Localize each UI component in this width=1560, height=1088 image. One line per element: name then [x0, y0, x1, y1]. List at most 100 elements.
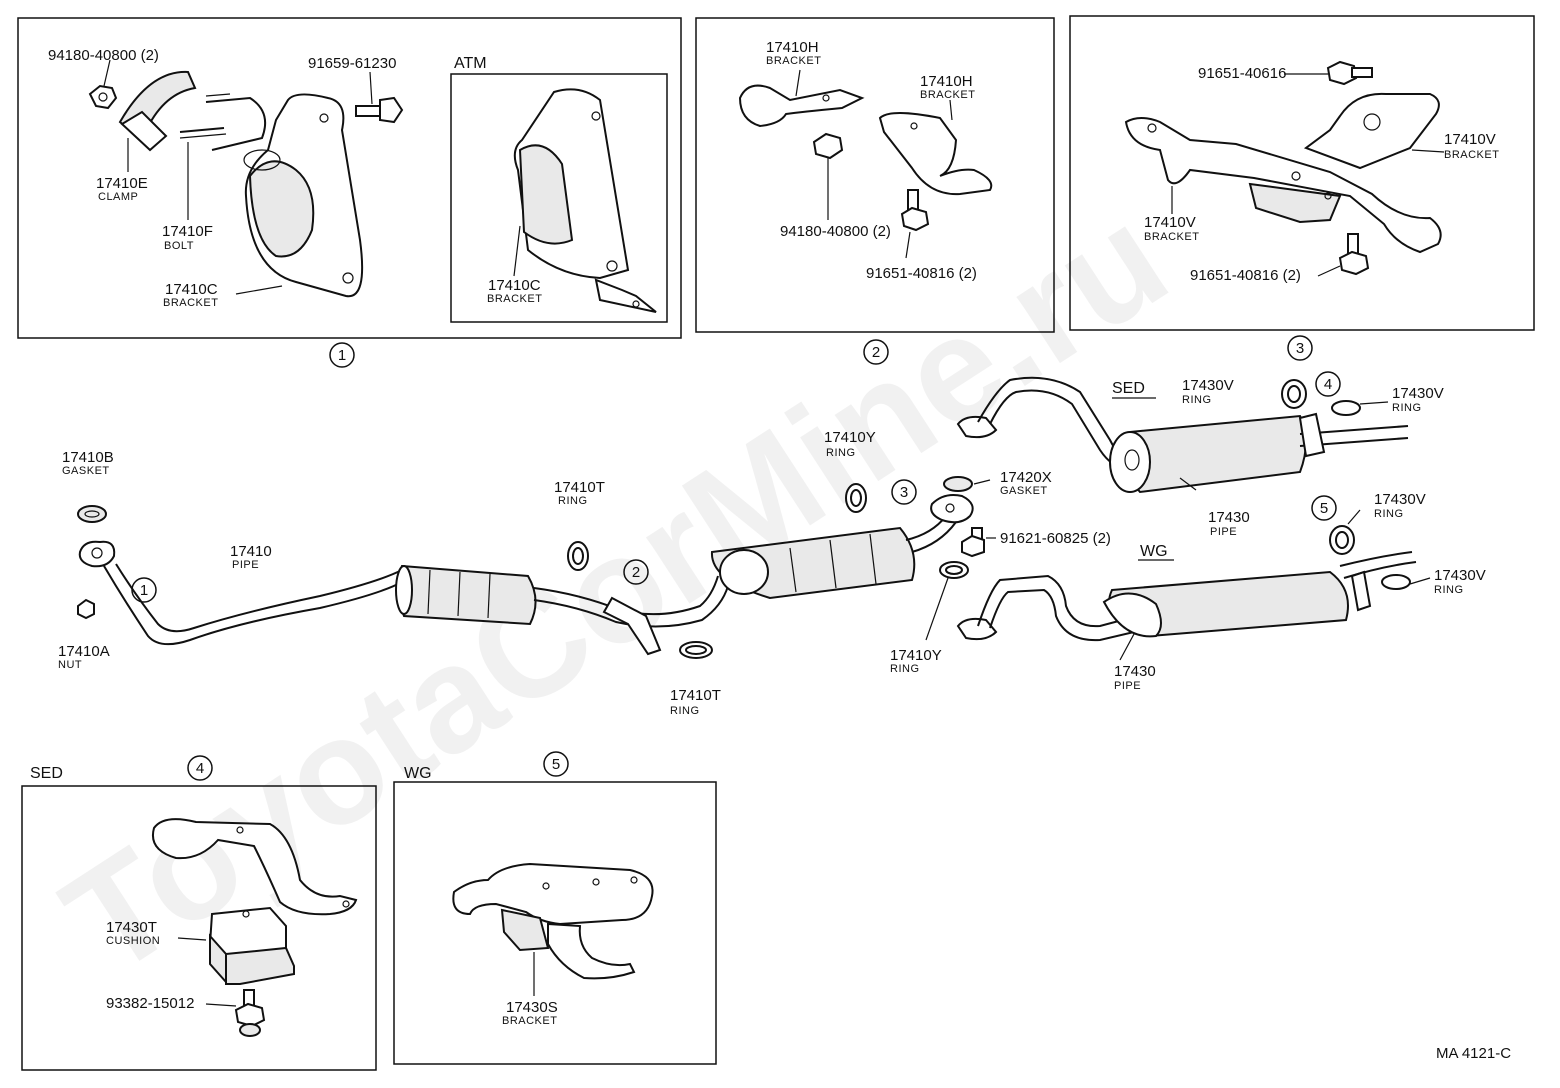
middle-pipe-part[interactable]	[533, 575, 719, 616]
bolt-top-part[interactable]	[355, 96, 404, 124]
clamp-part[interactable]	[118, 70, 197, 152]
sed-ring-b-part[interactable]	[1331, 400, 1361, 416]
bracket-name-label: BRACKET	[163, 297, 218, 309]
panel-3-frame	[1069, 15, 1535, 331]
svg-text:3: 3	[1296, 340, 1304, 357]
clamp-name-label: CLAMP	[98, 191, 138, 203]
u-bolt-part[interactable]	[179, 93, 266, 151]
flange-3-part[interactable]	[930, 494, 974, 524]
ring-t2-name-label: RING	[670, 705, 700, 717]
cushion-name-label: CUSHION	[106, 935, 160, 947]
wg-ring-a-pn-label: 17430V	[1374, 491, 1426, 508]
panel-3: 91651-40616 17410V BRACKET 17410V BRACKE…	[1069, 15, 1535, 361]
bolt-top-pn-label: 91659-61230	[308, 55, 396, 72]
bracket-name-label: BRACKET	[502, 1015, 557, 1027]
bracket-v-right-pn-label: 17410V	[1444, 131, 1496, 148]
panel-4-frame	[21, 785, 377, 1071]
panel-4-marker: 4	[187, 755, 213, 781]
hanger-2-part[interactable]	[602, 596, 662, 656]
sed-ring-b-pn-label: 17430V	[1392, 385, 1444, 402]
wg-tail-pipe-part[interactable]	[977, 574, 1131, 628]
panel-2-marker: 2	[863, 339, 889, 365]
gasket-x-name-label: GASKET	[1000, 485, 1048, 497]
panel-5-header: WG	[404, 765, 432, 782]
wg-ring-b-name-label: RING	[1434, 584, 1464, 596]
panel-5: WG 5 17430S BRACKET	[393, 751, 717, 1065]
sed-pipe-name-label: PIPE	[1210, 526, 1237, 538]
svg-text:5: 5	[552, 756, 560, 773]
sed-flange-part[interactable]	[956, 415, 998, 439]
front-flange-part[interactable]	[78, 540, 116, 568]
svg-text:3: 3	[900, 484, 908, 501]
gasket-pn-label: 17410B	[62, 449, 114, 466]
gasket-17420x-part[interactable]	[943, 476, 973, 492]
bolt-part[interactable]	[900, 189, 930, 232]
panel-1-marker: 1	[329, 342, 355, 368]
center-muffler-part[interactable]	[710, 526, 916, 600]
main-marker-5: 5	[1311, 495, 1337, 521]
bolt-pn-label: 17410F	[162, 223, 213, 240]
nut-part[interactable]	[812, 132, 844, 220]
bracket-h-a-pn-label: 17410H	[766, 39, 819, 56]
wg-tailpipe-end-part[interactable]	[1339, 551, 1417, 579]
sed-pipe-pn-label: 17430	[1208, 509, 1250, 526]
panel-2-frame	[695, 17, 1055, 333]
atm-bracket-pn-label: 17410C	[488, 277, 541, 294]
svg-text:2: 2	[632, 564, 640, 581]
bracket-h-a-part[interactable]	[738, 84, 865, 128]
panel-4-header: SED	[30, 765, 63, 782]
panel-1: ATM	[17, 17, 682, 368]
panel-5-marker: 5	[543, 751, 569, 777]
atm-bracket-part[interactable]	[513, 88, 657, 313]
wg-hanger-part[interactable]	[1350, 570, 1372, 612]
bracket-v-left-name-label: BRACKET	[1144, 231, 1199, 243]
ring-t2-pn-label: 17410T	[670, 687, 721, 704]
bolt-93382-part[interactable]	[234, 989, 266, 1037]
main-marker-4: 4	[1315, 371, 1341, 397]
wg-pipe-name-label: PIPE	[1114, 680, 1141, 692]
sed-hanger-part[interactable]	[1298, 412, 1326, 458]
bolt-pn-label: 91651-40816 (2)	[866, 265, 977, 282]
bracket-17430s-part[interactable]	[452, 862, 654, 980]
bolt-top-part[interactable]	[1326, 60, 1373, 86]
bolt-91621-part[interactable]	[961, 527, 985, 558]
bracket-17410c-part[interactable]	[243, 93, 364, 298]
wg-flange-part[interactable]	[956, 617, 998, 641]
wg-ring-b-part[interactable]	[1381, 574, 1411, 590]
bracket-h-b-part[interactable]	[878, 112, 993, 196]
bracket-v-right-part[interactable]	[1303, 92, 1440, 170]
nut-pn-label: 94180-40800 (2)	[48, 47, 159, 64]
sed-header: SED	[1112, 380, 1145, 397]
bracket-4-part[interactable]	[152, 818, 358, 916]
atm-header: ATM	[454, 55, 487, 72]
wg-muffler-part[interactable]	[1102, 570, 1349, 638]
nut-name-label: NUT	[58, 659, 82, 671]
front-muffler-part[interactable]	[395, 564, 537, 626]
ring-t1-pn-label: 17410T	[554, 479, 605, 496]
gasket-name-label: GASKET	[62, 465, 110, 477]
gasket-17410b-part[interactable]	[77, 505, 107, 523]
svg-text:2: 2	[872, 344, 880, 361]
cushion-part[interactable]	[208, 906, 295, 985]
bracket-v-left-part[interactable]	[1124, 117, 1442, 254]
pipe-pn-label: 17410	[230, 543, 272, 560]
main-exhaust: 17410B GASKET 17410A NUT 17410 PIPE 1741…	[58, 371, 1486, 717]
svg-text:5: 5	[1320, 500, 1328, 517]
main-marker-1: 1	[131, 577, 157, 603]
main-marker-2: 2	[623, 559, 649, 585]
sed-muffler-part[interactable]	[1109, 414, 1307, 494]
bolt-bottom-part[interactable]	[1338, 233, 1370, 276]
bracket-pn-label: 17430S	[506, 999, 558, 1016]
svg-text:1: 1	[140, 582, 148, 599]
nut-part[interactable]	[88, 84, 118, 110]
ring-t1-name-label: RING	[558, 495, 588, 507]
bracket-v-right-name-label: BRACKET	[1444, 149, 1499, 161]
bracket-h-b-name-label: BRACKET	[920, 89, 975, 101]
diagram-code: MA 4121-C	[1436, 1045, 1511, 1062]
nut-17410a-part[interactable]	[77, 598, 95, 620]
nut-pn-label: 94180-40800 (2)	[780, 223, 891, 240]
atm-subpanel-frame	[450, 73, 668, 323]
bolt-top-pn-label: 91651-40616	[1198, 65, 1286, 82]
front-pipe-part[interactable]	[103, 565, 403, 646]
bracket-pn-label: 17410C	[165, 281, 218, 298]
